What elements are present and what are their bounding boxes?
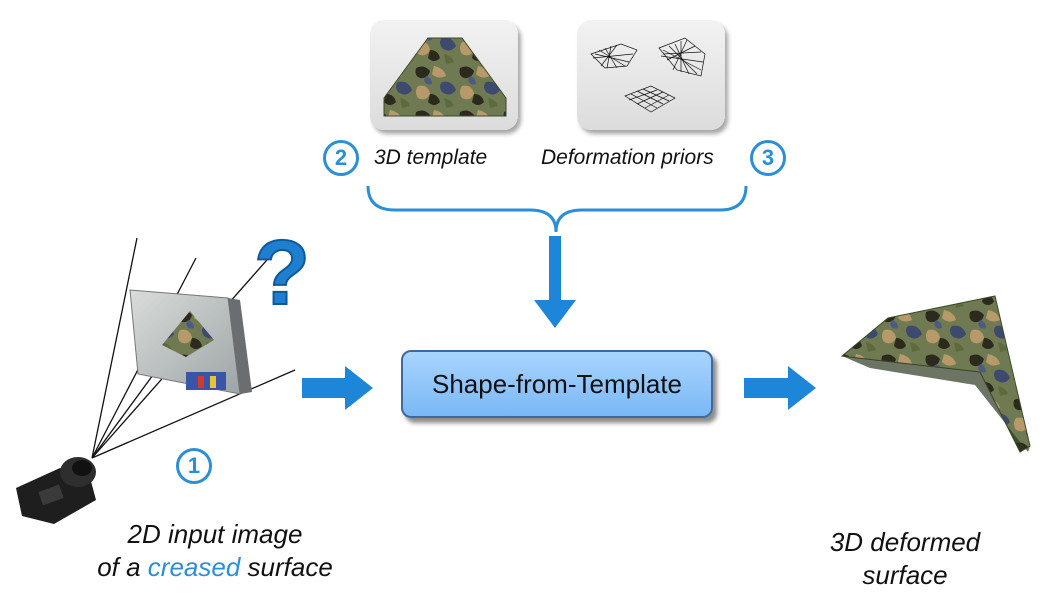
template-card bbox=[370, 20, 518, 130]
input-caption-emphasis: creased bbox=[147, 552, 241, 582]
input-caption-line2: of a creased surface bbox=[60, 551, 370, 584]
step-2-badge: 2 bbox=[323, 140, 359, 176]
output-caption-line2: surface bbox=[862, 560, 948, 590]
deformed-surface-image bbox=[840, 295, 1031, 453]
camera-icon bbox=[16, 457, 96, 524]
arrow-right-output bbox=[744, 366, 816, 410]
priors-label: Deformation priors bbox=[541, 146, 714, 169]
template-surface-image bbox=[383, 37, 507, 117]
input-caption-line1: 2D input image bbox=[127, 519, 303, 549]
priors-meshes-image bbox=[590, 37, 706, 113]
input-image-caption: 2D input image of a creased surface bbox=[60, 518, 370, 584]
inputs-brace bbox=[366, 185, 748, 233]
shape-from-template-box: Shape-from-Template bbox=[401, 350, 713, 418]
step-1-badge: 1 bbox=[176, 448, 212, 484]
question-mark-icon: ? bbox=[254, 222, 310, 324]
step-3-badge: 3 bbox=[750, 140, 786, 176]
input-caption-post: surface bbox=[240, 552, 333, 582]
arrow-down bbox=[534, 236, 576, 328]
template-label: 3D template bbox=[374, 146, 488, 169]
arrow-right-input bbox=[302, 366, 373, 410]
output-caption: 3D deformed surface bbox=[790, 526, 1020, 592]
input-caption-pre: of a bbox=[97, 552, 148, 582]
priors-card bbox=[577, 20, 725, 130]
output-caption-line1: 3D deformed bbox=[829, 527, 981, 557]
shape-from-template-label: Shape-from-Template bbox=[432, 368, 682, 399]
input-image-thumbnail bbox=[129, 289, 252, 395]
